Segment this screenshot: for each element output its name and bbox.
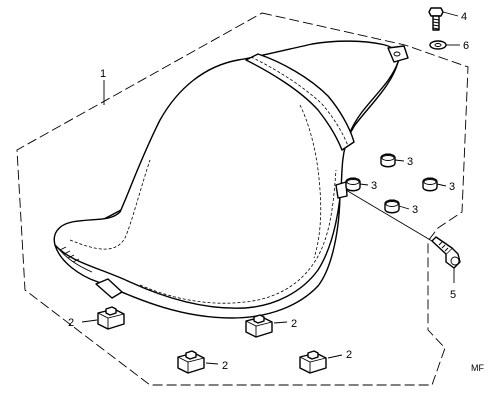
callout-rubber: 3 [371, 180, 377, 192]
seat-strap [245, 53, 355, 151]
callout-side-bolt: 5 [450, 289, 456, 301]
rubber-cushion [422, 177, 438, 192]
seat-stitch-outer [69, 159, 151, 250]
callout-cushion: 2 [346, 349, 352, 361]
rear-tab-hole [393, 51, 401, 57]
seat-stitch-center [299, 104, 322, 259]
side-bolt [431, 236, 461, 269]
callout-seat: 1 [100, 68, 106, 80]
seat-top [53, 40, 400, 309]
block-cushion [177, 350, 205, 374]
assembly-boundary [16, 12, 469, 386]
callout-rubber: 3 [412, 204, 418, 216]
callout-cushion: 2 [68, 317, 74, 329]
block-cushion [97, 306, 125, 330]
top-bolt [428, 7, 444, 31]
seat-rear-tab [387, 45, 409, 63]
callout-top-bolt: 4 [461, 11, 467, 23]
seat-assembly [53, 40, 409, 319]
callout-washer: 6 [463, 40, 469, 52]
diagram-code: MF [471, 363, 484, 373]
block-cushion [299, 350, 327, 374]
leader-lines [81, 11, 460, 365]
rubber-cushion [380, 153, 396, 168]
block-cushions [97, 306, 327, 374]
seat-nose-underside [57, 247, 93, 273]
callout-labels: 1 2 2 2 2 3 3 3 3 4 5 6 MF [68, 11, 484, 373]
seat-front-tongue [95, 278, 123, 299]
washer [429, 40, 447, 50]
rubber-cushions [345, 153, 438, 214]
strap-stitch [250, 56, 349, 147]
seat-nose-ribs [59, 246, 80, 263]
callout-cushion: 2 [222, 360, 228, 372]
callout-rubber: 3 [449, 181, 455, 193]
rubber-cushion [345, 177, 361, 192]
rubber-cushion [384, 199, 400, 214]
block-cushion [245, 314, 273, 338]
seat-side-bracket [335, 181, 348, 199]
seat-stitch-side [139, 169, 337, 304]
callout-rubber: 3 [407, 156, 413, 168]
callout-cushion: 2 [291, 318, 297, 330]
